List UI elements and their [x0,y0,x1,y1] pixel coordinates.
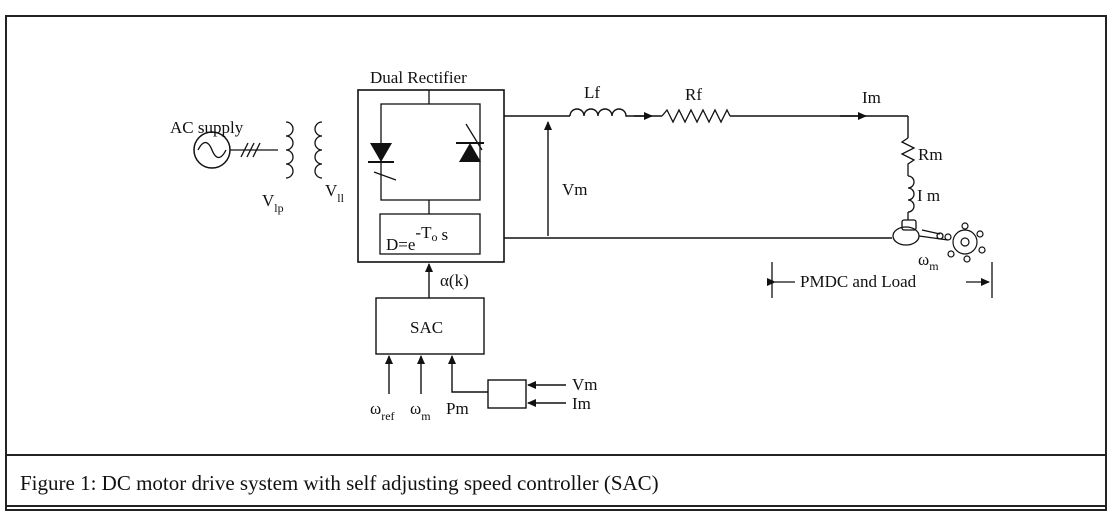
lf-label: Lf [584,83,600,102]
sac-box [375,297,485,355]
dual-rectifier-box [357,89,505,263]
im-top-label: Im [862,88,881,107]
ac-supply-label: AC supply [170,118,244,137]
pmdc-label: PMDC and Load [800,272,917,291]
motor-icon [892,219,949,246]
gear-load-icon [944,222,986,263]
im-input-label: Im [572,394,591,413]
rm-resistor-icon [900,137,916,176]
power-calc-box [487,379,527,409]
alpha-label: α(k) [440,271,469,290]
supply-lines [230,142,278,158]
transformer-secondary-icon [314,121,323,179]
im-coil-label: I m [917,186,940,205]
pmdc-bracket [767,262,993,298]
vm-input-label: Vm [572,375,598,394]
vm-mid-label: Vm [562,180,588,199]
thyristor-reverse-icon [456,123,484,162]
pm-arrow [448,355,488,393]
pm-label: Pm [446,399,469,418]
omega-ref-label: ωref [370,399,395,423]
omega-m-label: ωm [410,399,431,423]
rm-label: Rm [918,145,943,164]
figure-caption: Figure 1: DC motor drive system with sel… [20,471,659,495]
delay-box [379,213,481,255]
rf-label: Rf [685,85,702,104]
caption-box [5,454,1107,511]
sac-label: SAC [410,318,443,337]
v-lp-label: Vlp [262,191,284,215]
v-ll-label: Vll [325,181,345,205]
im-inductor-icon [907,175,915,213]
omega-m-motor-label: ωm [918,250,939,273]
thyristor-forward-icon [368,143,397,181]
transformer-primary-icon [285,121,294,179]
rf-resistor-icon [661,108,731,124]
sine-wave-icon [197,141,227,159]
outer-frame [5,15,1107,507]
dc-top-wire [504,115,909,138]
lf-inductor-icon [569,108,634,117]
dual-rectifier-label: Dual Rectifier [370,68,467,87]
